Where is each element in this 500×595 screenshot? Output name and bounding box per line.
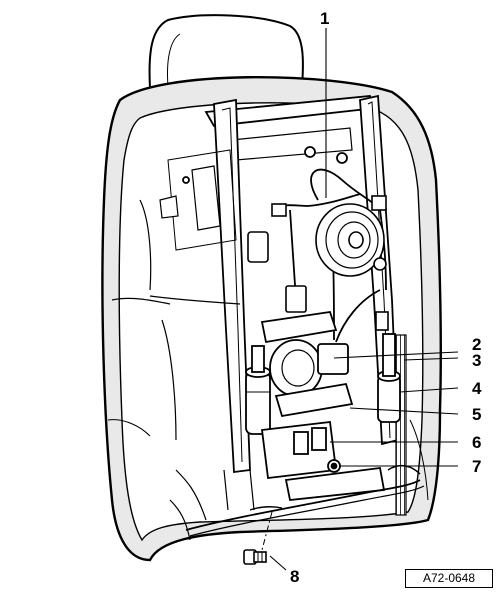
hatched-strip (395, 334, 407, 516)
left-cylinder (245, 345, 271, 435)
bolt-guide-line (261, 511, 273, 551)
callout-1: 1 (320, 9, 329, 28)
leader-lines (269, 28, 459, 571)
callout-5: 5 (472, 405, 481, 424)
callout-8: 8 (290, 567, 299, 586)
frame-left-rail (159, 98, 251, 474)
bolt (243, 549, 267, 565)
callout-4: 4 (472, 379, 482, 398)
callout-6: 6 (472, 433, 481, 452)
foam-details-left (139, 199, 207, 541)
lower-bracket (260, 382, 386, 501)
cable-reel (315, 203, 387, 277)
electrical-connectors (247, 195, 389, 331)
callout-3: 3 (472, 351, 481, 370)
figure-code-label: A72-0648 (405, 569, 493, 588)
callout-2: 2 (472, 335, 481, 354)
callout-7: 7 (472, 457, 481, 476)
lumbar-motor (260, 310, 349, 397)
frame-bottom-crossmember (185, 464, 425, 537)
